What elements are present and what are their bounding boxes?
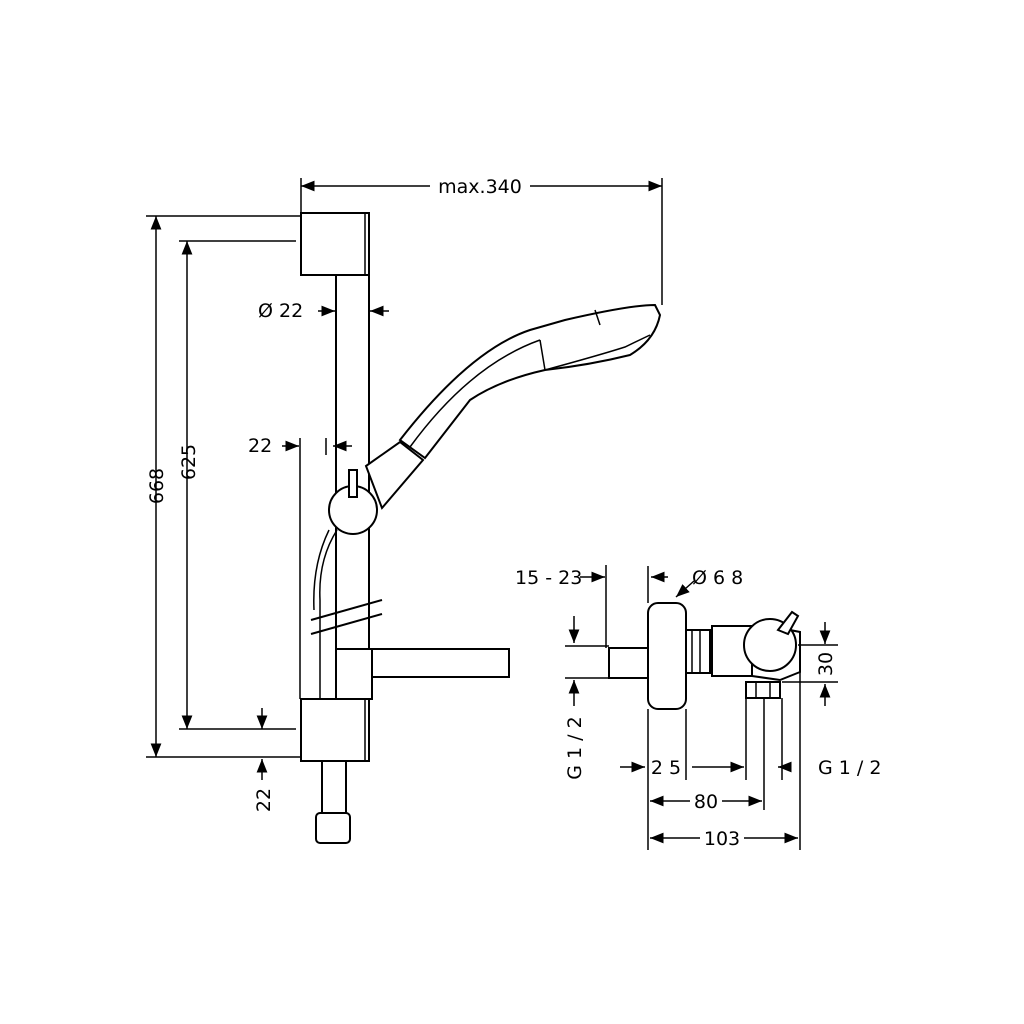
shower-hose — [313, 529, 338, 700]
hose-nut — [315, 812, 351, 844]
dim-offset-25: 2 5 — [651, 757, 681, 779]
dim-total-height: 668 — [146, 468, 168, 504]
rosette — [647, 602, 687, 710]
shower-rail-set: max.340 668 625 Ø 22 22 22 — [146, 176, 663, 844]
hand-shower — [364, 303, 662, 510]
knob-lever — [776, 610, 800, 636]
dim-bottom-offset: 22 — [253, 788, 275, 812]
dim-width-max: max.340 — [438, 176, 522, 198]
dim-rosette-diameter: Ø 6 8 — [692, 567, 743, 589]
dim-thread-right: G 1 / 2 — [818, 757, 881, 779]
inlet-stub — [608, 647, 650, 679]
dim-wall-gap: 22 — [248, 435, 272, 457]
top-wall-bracket — [300, 212, 370, 276]
dim-width-80: 80 — [694, 791, 718, 813]
thermostat-valve: 15 - 23 Ø 6 8 30 G 1 / 2 2 5 G 1 / 2 — [515, 565, 881, 850]
outlet-nut — [745, 681, 781, 699]
dim-width-103: 103 — [704, 828, 740, 850]
dim-thread-left: G 1 / 2 — [564, 716, 586, 779]
dim-valve-height: 30 — [815, 652, 837, 676]
dim-connection-range: 15 - 23 — [515, 567, 582, 589]
bottom-wall-bracket — [300, 698, 370, 762]
dim-rail-height: 625 — [178, 444, 200, 480]
dim-rail-diameter: Ø 22 — [258, 300, 303, 322]
slider-knob — [348, 469, 358, 498]
